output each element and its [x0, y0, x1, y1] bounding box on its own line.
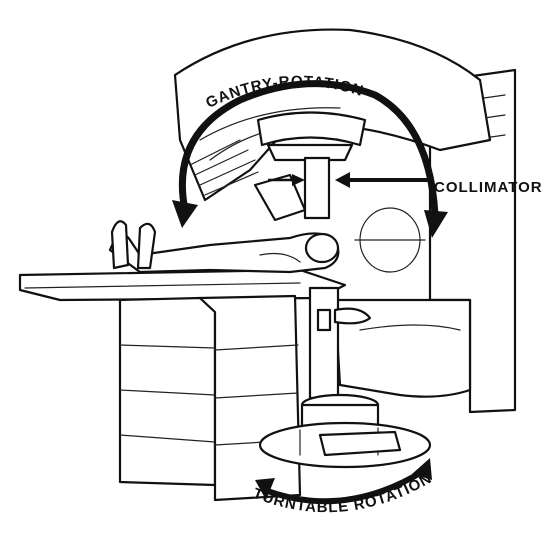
collimator-column [255, 158, 329, 220]
patient-figure [110, 221, 338, 272]
collimator-arrow [268, 172, 430, 188]
collimator-label: COLLIMATOR [434, 179, 543, 196]
treatment-couch [20, 270, 345, 500]
